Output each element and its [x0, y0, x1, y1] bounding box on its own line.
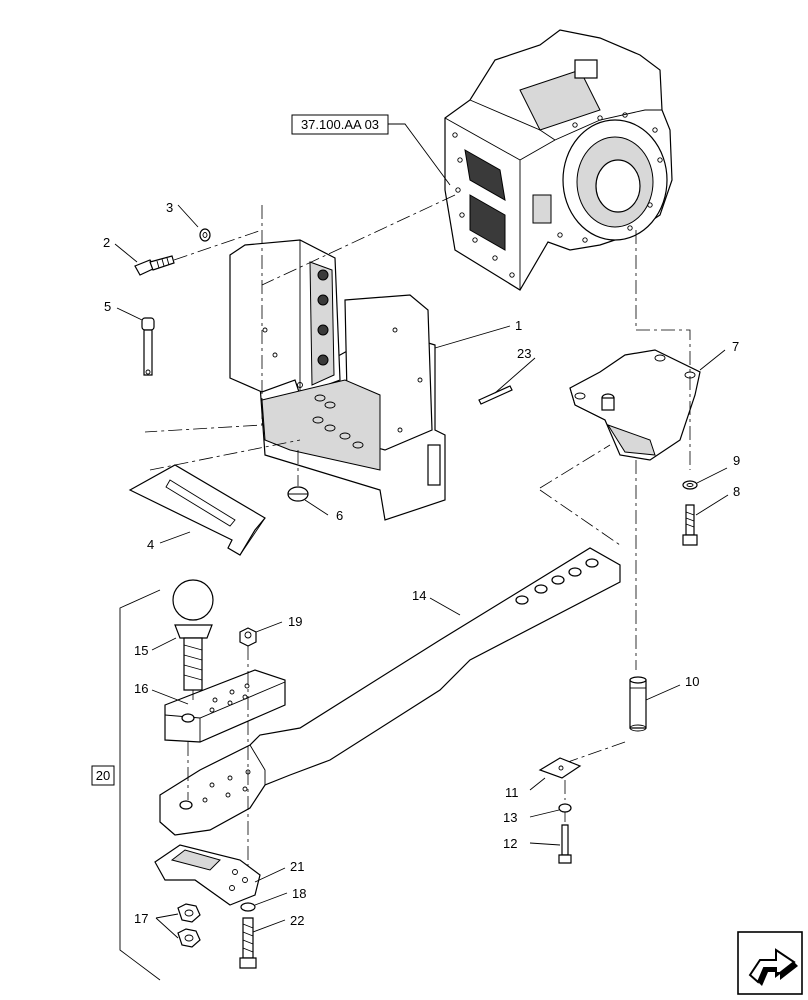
plate-11 — [529, 757, 582, 791]
callout-21: 21 — [290, 859, 304, 874]
pin-23 — [478, 357, 536, 405]
pin-5 — [141, 317, 155, 376]
callout-2: 2 — [103, 235, 110, 250]
callout-18: 18 — [292, 886, 306, 901]
group-box[interactable]: 20 — [91, 765, 115, 786]
callout-17: 17 — [134, 911, 148, 926]
callout-7: 7 — [732, 339, 739, 354]
bolt-2 — [134, 255, 175, 276]
reference-box[interactable]: 37.100.AA 03 — [291, 114, 451, 186]
transmission-housing — [444, 29, 673, 291]
callout-19: 19 — [288, 614, 302, 629]
nuts-17 — [155, 903, 201, 948]
group-box-label: 20 — [96, 768, 110, 783]
hitch-bracket-assembly — [229, 239, 511, 521]
callout-5: 5 — [104, 299, 111, 314]
bolt-12 — [529, 824, 572, 864]
callout-labels: 1 2 3 4 5 6 7 8 9 10 11 12 13 14 15 16 1… — [103, 200, 740, 928]
plate-21 — [154, 844, 286, 906]
hitch-ball-15 — [172, 579, 214, 691]
callout-11: 11 — [505, 785, 519, 800]
callout-9: 9 — [733, 453, 740, 468]
reference-box-label: 37.100.AA 03 — [301, 117, 379, 132]
callout-4: 4 — [147, 537, 154, 552]
nut-19 — [239, 621, 283, 647]
callout-10: 10 — [685, 674, 699, 689]
bolt-22 — [239, 917, 286, 969]
callout-1: 1 — [515, 318, 522, 333]
washer-3 — [199, 228, 211, 242]
pin-10 — [629, 676, 681, 732]
next-page-arrow-icon — [748, 948, 798, 986]
callout-22: 22 — [290, 913, 304, 928]
callout-14: 14 — [412, 588, 426, 603]
group-bracket — [119, 589, 161, 981]
washer-18 — [240, 892, 288, 912]
callout-12: 12 — [503, 836, 517, 851]
washer-9 — [682, 467, 728, 490]
plate-4 — [128, 464, 266, 556]
callout-8: 8 — [733, 484, 740, 499]
callout-15: 15 — [134, 643, 148, 658]
callout-6: 6 — [336, 508, 343, 523]
drawbar-14 — [159, 547, 621, 836]
next-page-arrow-button[interactable] — [737, 931, 803, 995]
hitch-plate-16 — [164, 669, 286, 743]
callout-23: 23 — [517, 346, 531, 361]
bushing-6 — [287, 486, 329, 516]
drawbar-support-7 — [569, 349, 726, 461]
callout-3: 3 — [166, 200, 173, 215]
callout-16: 16 — [134, 681, 148, 696]
callout-13: 13 — [503, 810, 517, 825]
bolt-8 — [682, 494, 729, 546]
